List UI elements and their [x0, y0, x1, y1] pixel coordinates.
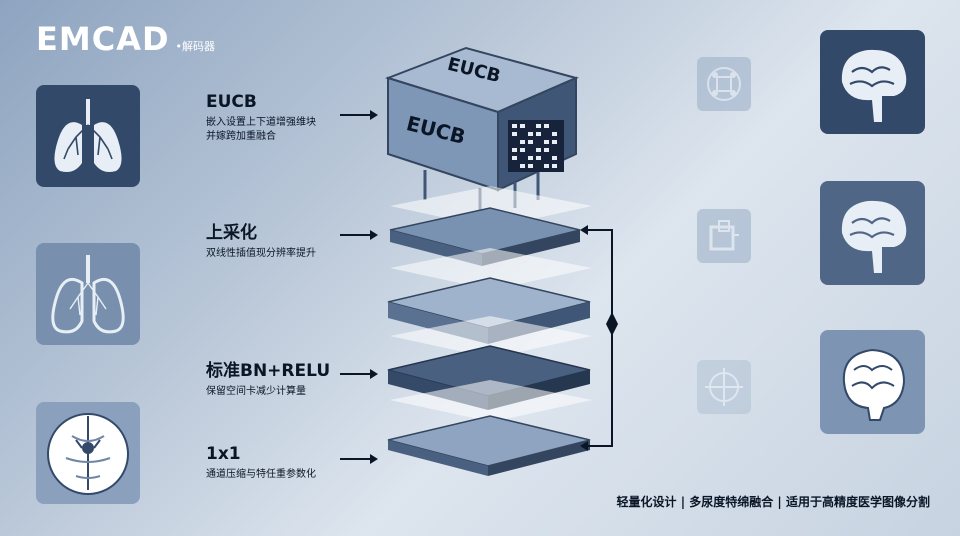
- layer-desc: 并嫁跨加重融合: [206, 131, 276, 142]
- led-dot: [544, 140, 549, 144]
- brain-profile-tile-2: [820, 181, 925, 285]
- led-dot: [536, 124, 541, 128]
- brain-scan-tile: [36, 402, 140, 504]
- logo: EMCAD •解码器: [36, 20, 215, 58]
- led-dot: [544, 164, 549, 168]
- led-dot: [536, 132, 541, 136]
- network-icon: [697, 57, 751, 111]
- diamond-icon: [606, 312, 618, 336]
- brain-profile-icon: [841, 49, 907, 122]
- layer-title: 上采化: [206, 223, 257, 243]
- brain-profile-icon: [841, 200, 907, 273]
- logo-title: EMCAD: [36, 20, 170, 58]
- skip-connection-bracket: [580, 225, 618, 451]
- arrow-right-icon: [340, 230, 378, 240]
- led-dot: [520, 140, 525, 144]
- led-dot: [520, 164, 525, 168]
- brain-top-icon: [842, 348, 906, 421]
- layer-title: 标准BN+RELU: [206, 361, 331, 381]
- layer-desc: 双线性插值现分辨率提升: [206, 248, 316, 259]
- led-dot: [528, 132, 533, 136]
- led-dot: [512, 124, 517, 128]
- led-dot: [520, 148, 525, 152]
- crop-icon: [697, 209, 751, 263]
- arrow-right-icon: [340, 454, 378, 464]
- led-dot: [520, 124, 525, 128]
- lungs-outline-icon: [51, 255, 125, 334]
- led-dot: [512, 148, 517, 152]
- layer-label-conv1x1: 1x1 通道压缩与特任重参数化: [206, 444, 316, 482]
- led-dot: [528, 156, 533, 160]
- arrow-right-icon: [340, 110, 378, 120]
- led-dot: [512, 132, 517, 136]
- led-dot: [536, 156, 541, 160]
- led-dot: [528, 164, 533, 168]
- led-dot: [544, 148, 549, 152]
- led-dot: [552, 164, 557, 168]
- brain-scan-icon: [47, 413, 129, 495]
- cube-led-grid: [508, 120, 564, 172]
- layer-title: EUCB: [206, 92, 257, 112]
- arrow-right-icon: [340, 369, 378, 379]
- lungs-tile: [36, 85, 140, 187]
- led-dot: [552, 156, 557, 160]
- layer-label-bn: 标准BN+RELU 保留空间卡减少计算量: [206, 356, 330, 399]
- target-icon: [697, 360, 751, 414]
- led-dot: [544, 124, 549, 128]
- layer-stack-diagram: [384, 46, 592, 476]
- lungs-outline-tile: [36, 243, 140, 345]
- brain-profile-tile-1: [820, 30, 925, 134]
- logo-subtitle: •解码器: [175, 40, 216, 53]
- led-dot: [512, 156, 517, 160]
- led-dot: [528, 140, 533, 144]
- led-dot: [552, 132, 557, 136]
- layer-title: 1x1: [206, 444, 241, 464]
- layer-desc: 通道压缩与特任重参数化: [206, 469, 316, 480]
- layer-desc: 嵌入设置上下道增强维块: [206, 117, 316, 128]
- led-dot: [536, 148, 541, 152]
- layer-label-upsample: 上采化 双线性插值现分辨率提升: [206, 218, 316, 261]
- layer-desc: 保留空间卡减少计算量: [206, 386, 306, 397]
- lungs-icon: [54, 99, 122, 172]
- conv1x1-block-top: [387, 415, 591, 467]
- brain-top-tile: [820, 330, 925, 434]
- led-dot: [552, 140, 557, 144]
- footer-caption: 轻量化设计 | 多尿度特绵融合 | 适用于高精度医学图像分割: [616, 495, 930, 509]
- layer-label-eucb: EUCB 嵌入设置上下道增强维块 并嫁跨加重融合: [206, 92, 316, 144]
